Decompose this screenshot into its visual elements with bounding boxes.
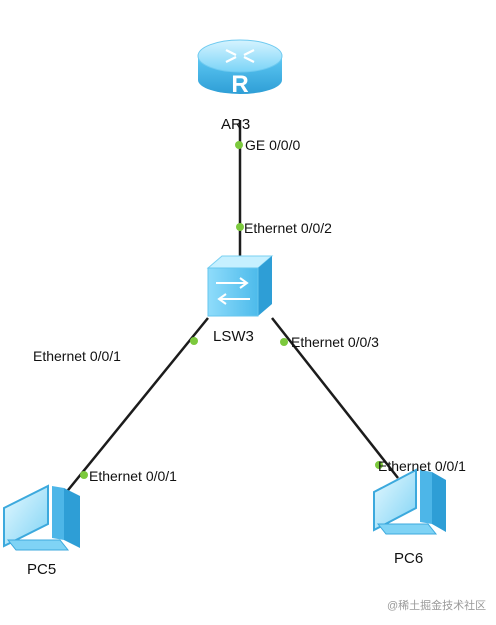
port-dot-lsw3-e003[interactable] [280,338,288,346]
svg-text:R: R [231,71,248,98]
pc-icon[interactable] [3,484,80,551]
link-lsw3-pc5[interactable] [59,317,209,501]
router-icon[interactable]: R [197,39,283,98]
port-label-lsw3-e003: Ethernet 0/0/3 [291,334,379,350]
port-dot-pc6-e001[interactable] [375,461,383,469]
switch-icon[interactable] [206,255,274,317]
port-dot-ar3-ge000[interactable] [235,141,243,149]
port-dot-lsw3-e001[interactable] [190,337,198,345]
port-label-ar3-ge000: GE 0/0/0 [245,137,301,153]
pc5-label: PC5 [27,561,57,578]
pc6-label: PC6 [394,550,424,567]
port-label-pc5-e001: Ethernet 0/0/1 [89,468,177,484]
port-dot-pc5-e001[interactable] [80,471,88,479]
port-dot-lsw3-e002[interactable] [236,223,244,231]
port-label-pc6-e001: Ethernet 0/0/1 [378,458,466,474]
watermark-text: @稀土掘金技术社区 [387,600,487,612]
port-dots [80,141,383,479]
pc-icon[interactable] [373,468,446,535]
link-lsw3-pc6[interactable] [271,317,399,479]
router-label: AR3 [221,116,251,133]
port-label-lsw3-e001: Ethernet 0/0/1 [33,348,121,364]
port-label-lsw3-e002: Ethernet 0/0/2 [244,220,332,236]
switch-label: LSW3 [213,328,254,345]
